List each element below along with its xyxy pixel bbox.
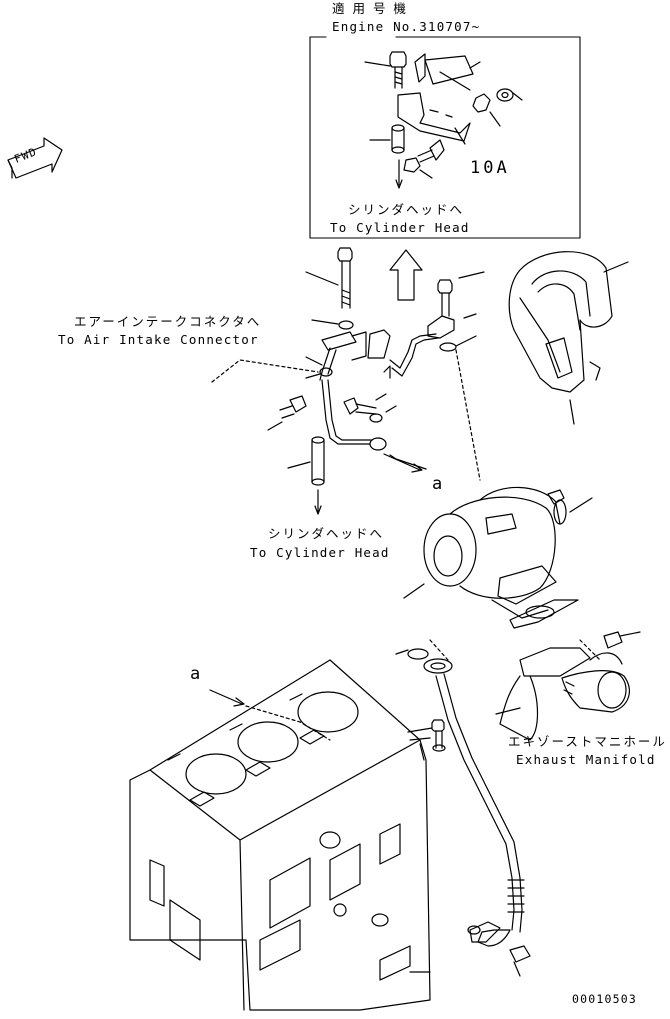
heat-shield [508, 251, 629, 425]
leader-turbo [455, 349, 481, 481]
inset-panel [309, 36, 581, 239]
inset-clamp [414, 53, 481, 91]
air-intake-en: To Air Intake Connector [58, 332, 259, 347]
block-bolt [407, 719, 446, 752]
ref-label-a-lower: a [190, 664, 204, 684]
oil-supply-pipe-assembly [267, 247, 485, 515]
inset-bracket-10a [397, 92, 471, 145]
turbocharger [403, 486, 593, 629]
cylinder-head-jp: シリンダヘッドへ [268, 526, 385, 541]
oil-drain-pipe [395, 648, 531, 977]
ref-arrow-a-upper [383, 453, 423, 473]
cylinder-block [129, 659, 431, 1011]
inset-dest-jp: シリンダヘッドへ [348, 202, 465, 217]
inset-pin [395, 159, 403, 189]
exhaust-manifold-jp: エキゾーストマニホールド [508, 734, 670, 749]
exhaust-manifold [495, 631, 641, 741]
ref-label-a-upper: a [432, 474, 446, 494]
leader-air-intake [211, 359, 319, 383]
cylinder-head-en: To Cylinder Head [250, 545, 390, 560]
inset-joint-bolt [403, 139, 445, 179]
air-intake-jp: エアーインテークコネクタへ [74, 314, 262, 329]
leader-exhaust [579, 639, 601, 661]
drawing-number: 00010503 [572, 992, 637, 1006]
leader-drain [429, 639, 449, 661]
inset-nut [472, 93, 501, 127]
direction-arrow [389, 249, 423, 301]
inset-bolt [364, 51, 407, 89]
inset-washer [496, 88, 523, 102]
fwd-arrow [7, 137, 63, 179]
inset-dest-en-text: To Cylinder Head [330, 220, 470, 235]
callout-10a: 10A [470, 158, 510, 178]
inset-sleeve [369, 124, 405, 154]
inset-applicability-jp: 適 用 号 機 [332, 1, 408, 16]
inset-engine-serial: Engine No.310707~ [332, 19, 481, 34]
exhaust-manifold-en: Exhaust Manifold [516, 752, 656, 767]
ref-arrow-a-lower [209, 689, 245, 707]
